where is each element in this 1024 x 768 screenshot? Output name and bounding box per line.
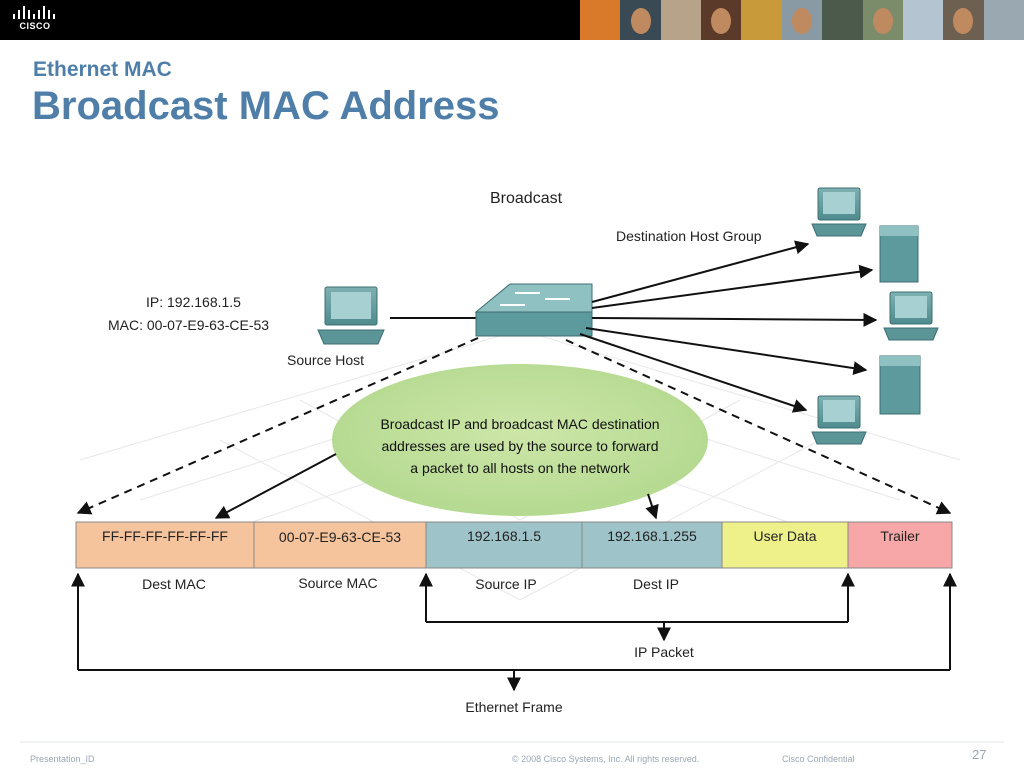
cisco-logo-text: CISCO: [19, 21, 51, 31]
bubble-line-3: a packet to all hosts on the network: [410, 460, 630, 476]
person-photo-icon: [791, 8, 812, 34]
header-photo: [822, 0, 863, 40]
header-bar: CISCO: [0, 0, 1024, 40]
field-trailer: [847, 521, 953, 569]
dest-server-2-icon: [879, 355, 921, 415]
field-trailer-value: Trailer: [880, 528, 919, 544]
header-photo: [741, 0, 782, 40]
broadcast-label: Broadcast: [490, 190, 563, 207]
bubble-pointer-left-arrow: [214, 453, 337, 519]
dashed-right-arrow: [565, 339, 952, 515]
header-photo: [943, 0, 984, 40]
person-photo-icon: [630, 8, 651, 34]
header-photo: [983, 0, 1024, 40]
source-mac-label: MAC: 00-07-E9-63-CE-53: [108, 317, 269, 333]
field-source-mac-value: 00-07-E9-63-CE-53: [279, 529, 401, 545]
person-photo-icon: [711, 8, 732, 34]
field-dest-ip: [581, 521, 723, 569]
slide-subtitle: Ethernet MAC: [33, 58, 172, 81]
dest-computer-1-icon: [811, 187, 867, 237]
destination-host-group-label: Destination Host Group: [616, 228, 762, 244]
ip-packet-label: IP Packet: [634, 644, 694, 660]
person-photo-icon: [872, 8, 893, 34]
header-photo: [781, 0, 823, 40]
cisco-bars-icon: [13, 6, 55, 19]
field-dest-mac-value: FF-FF-FF-FF-FF-FF: [102, 528, 228, 544]
switch-icon: [474, 283, 593, 337]
source-ip-label: IP: 192.168.1.5: [146, 294, 241, 310]
cisco-logo: CISCO: [10, 6, 70, 36]
caption-source-ip: Source IP: [475, 576, 536, 592]
ip-packet-bracket: [419, 572, 855, 642]
field-source-ip: [425, 521, 583, 569]
page-number: 27: [972, 747, 987, 762]
footer-confidential: Cisco Confidential: [782, 754, 855, 764]
field-source-mac: [253, 521, 427, 569]
bubble-line-1: Broadcast IP and broadcast MAC destinati…: [380, 416, 659, 432]
broadcast-arrows: [579, 240, 878, 413]
field-dest-ip-value: 192.168.1.255: [607, 528, 697, 544]
caption-dest-ip: Dest IP: [633, 576, 679, 592]
source-host-label: Source Host: [287, 352, 364, 368]
dest-server-1-icon: [879, 225, 919, 283]
bubble-pointer-right-arrow: [645, 493, 659, 520]
header-photo: [620, 0, 661, 40]
header-photo: [701, 0, 742, 40]
footer-copyright: © 2008 Cisco Systems, Inc. All rights re…: [512, 754, 700, 764]
ethernet-frame-bracket: [71, 572, 957, 692]
header-photo: [660, 0, 702, 40]
explanation-bubble: [332, 364, 708, 516]
caption-dest-mac: Dest MAC: [142, 576, 206, 592]
field-source-ip-value: 192.168.1.5: [467, 528, 541, 544]
dest-computer-2-icon: [883, 291, 939, 341]
field-user-data-value: User Data: [753, 528, 816, 544]
dest-computer-3-icon: [811, 395, 867, 445]
header-photo: [862, 0, 903, 40]
header-photo-strip: [580, 0, 1024, 40]
bubble-line-2: addresses are used by the source to forw…: [381, 438, 658, 454]
caption-source-mac: Source MAC: [298, 575, 377, 591]
header-photo: [902, 0, 944, 40]
dashed-left-arrow: [76, 337, 479, 515]
person-photo-icon: [953, 8, 974, 34]
footer-presentation-id: Presentation_ID: [30, 754, 95, 764]
header-photo: [580, 0, 621, 40]
source-host-computer-icon: [317, 286, 385, 345]
slide-title: Broadcast MAC Address: [32, 84, 500, 128]
ethernet-frame-label: Ethernet Frame: [465, 699, 562, 715]
